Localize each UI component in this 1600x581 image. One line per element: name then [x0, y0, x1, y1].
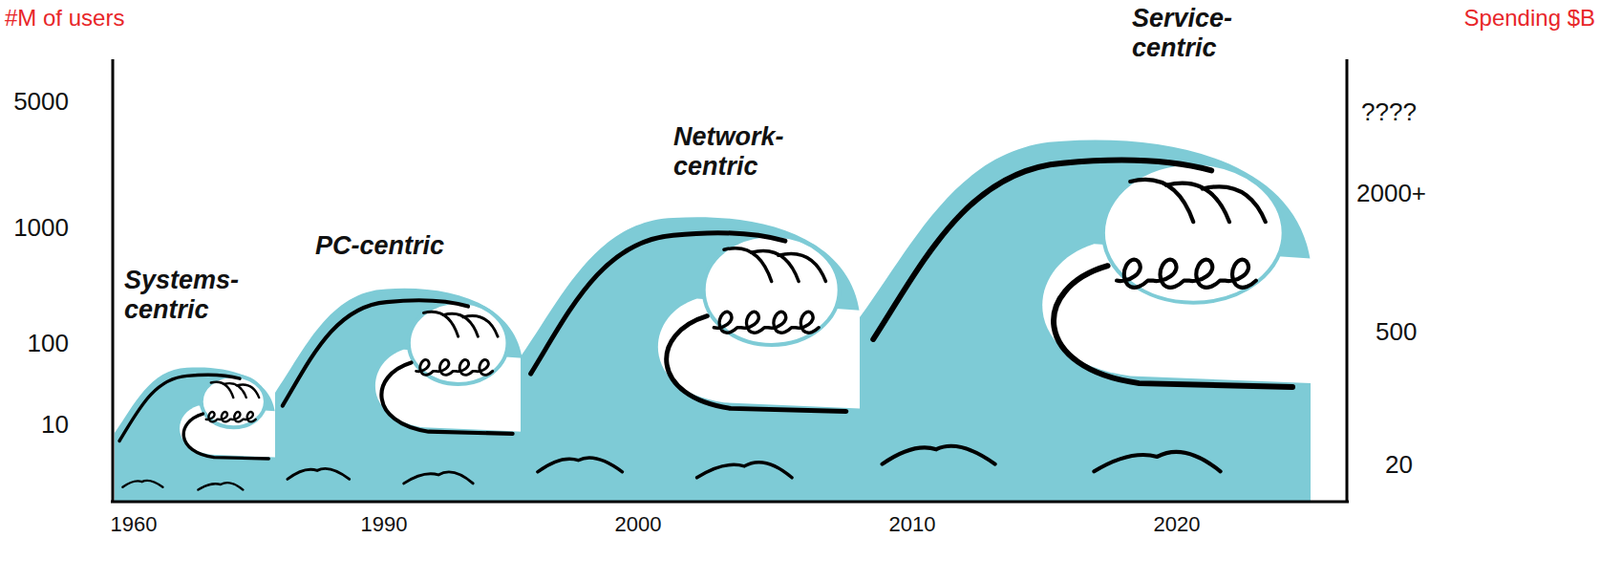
foam-stroke — [778, 253, 827, 281]
axis-tick: 20 — [1385, 450, 1413, 480]
wave-outline — [873, 160, 1212, 340]
ripple — [697, 462, 792, 478]
era-label: Service- centric — [1131, 3, 1276, 64]
foam-stroke — [1130, 179, 1194, 222]
ripple — [287, 468, 350, 479]
axis-line — [111, 59, 115, 502]
wave — [520, 216, 860, 501]
wave-foam — [1103, 163, 1284, 303]
axis-title: #M of users — [4, 4, 125, 32]
wave-body — [859, 140, 1311, 501]
foam-stroke — [423, 311, 458, 337]
axis-tick: 10 — [41, 410, 69, 440]
year-label: 1960 — [110, 512, 158, 536]
axis-tick: 1000 — [13, 213, 69, 243]
axis-tick: 5000 — [13, 87, 69, 117]
wave — [114, 366, 276, 501]
ripple — [122, 480, 163, 488]
wave-outline — [531, 233, 786, 374]
foam-spiral — [206, 411, 256, 422]
axis-title: Spending $B — [1464, 4, 1596, 32]
wave-foam — [201, 375, 266, 427]
wave-body — [114, 366, 276, 501]
era-label: Systems- centric — [124, 265, 268, 325]
foam-spiral — [416, 359, 493, 375]
wave — [275, 288, 523, 501]
wave-outline — [1053, 265, 1293, 387]
era-label: PC-centric — [315, 231, 445, 261]
foam-spiral — [713, 311, 819, 333]
ripple — [1093, 451, 1220, 471]
wave-outline — [666, 316, 847, 412]
foam-stroke — [463, 316, 498, 338]
ripple — [404, 471, 474, 484]
era-label: Network- centric — [673, 122, 827, 182]
wave-outline — [119, 374, 240, 441]
year-label: 2010 — [889, 512, 937, 536]
ripple — [197, 482, 243, 491]
axis-line — [110, 500, 1349, 504]
wave-foam — [408, 301, 509, 384]
wave — [859, 140, 1311, 501]
year-label: 2000 — [615, 512, 662, 536]
year-label: 1990 — [361, 512, 408, 536]
foam-stroke — [1202, 186, 1266, 222]
foam-stroke — [750, 251, 799, 282]
ripple — [882, 446, 996, 465]
wave-body — [275, 288, 523, 501]
axis-tick: 2000+ — [1356, 179, 1427, 209]
foam-stroke — [236, 384, 260, 398]
axis-tick: 500 — [1375, 318, 1417, 347]
axis-tick: ???? — [1361, 98, 1417, 128]
axis-line — [1345, 59, 1349, 502]
year-label: 2020 — [1153, 512, 1201, 536]
foam-stroke — [724, 248, 772, 282]
wave-outline — [381, 362, 512, 434]
wave-body — [520, 216, 860, 501]
foam-stroke — [1166, 183, 1230, 223]
wave-foam — [704, 234, 840, 345]
foam-spiral — [1116, 259, 1257, 288]
axis-tick: 100 — [27, 329, 69, 359]
ripple — [537, 457, 623, 472]
wave-outline — [282, 299, 469, 406]
